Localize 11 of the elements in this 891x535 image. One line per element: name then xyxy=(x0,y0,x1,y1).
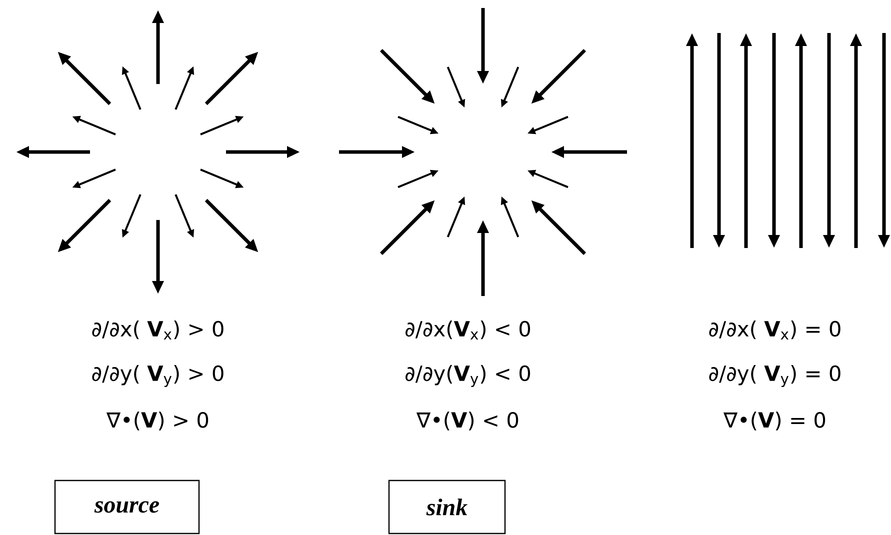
equation: ∇•(V) > 0 xyxy=(106,412,208,430)
equation: ∂/∂y(V$_{y}$) < 0 xyxy=(406,364,530,387)
equation: ∇•(V) < 0 xyxy=(416,412,518,430)
equation: ∂/∂x( V$_{x}$) > 0 xyxy=(92,320,224,340)
equation: ∂/∂y( V$_{y}$) = 0 xyxy=(709,364,840,387)
equation: ∂/∂x( V$_{x}$) = 0 xyxy=(709,320,840,340)
equation: ∂/∂x(V$_{x}$) < 0 xyxy=(406,320,530,340)
label-box: source xyxy=(54,480,200,534)
equation: ∇•(V) = 0 xyxy=(723,412,826,430)
equation: ∂/∂y( V$_{y}$) > 0 xyxy=(92,364,224,387)
label-box: sink xyxy=(388,480,506,534)
